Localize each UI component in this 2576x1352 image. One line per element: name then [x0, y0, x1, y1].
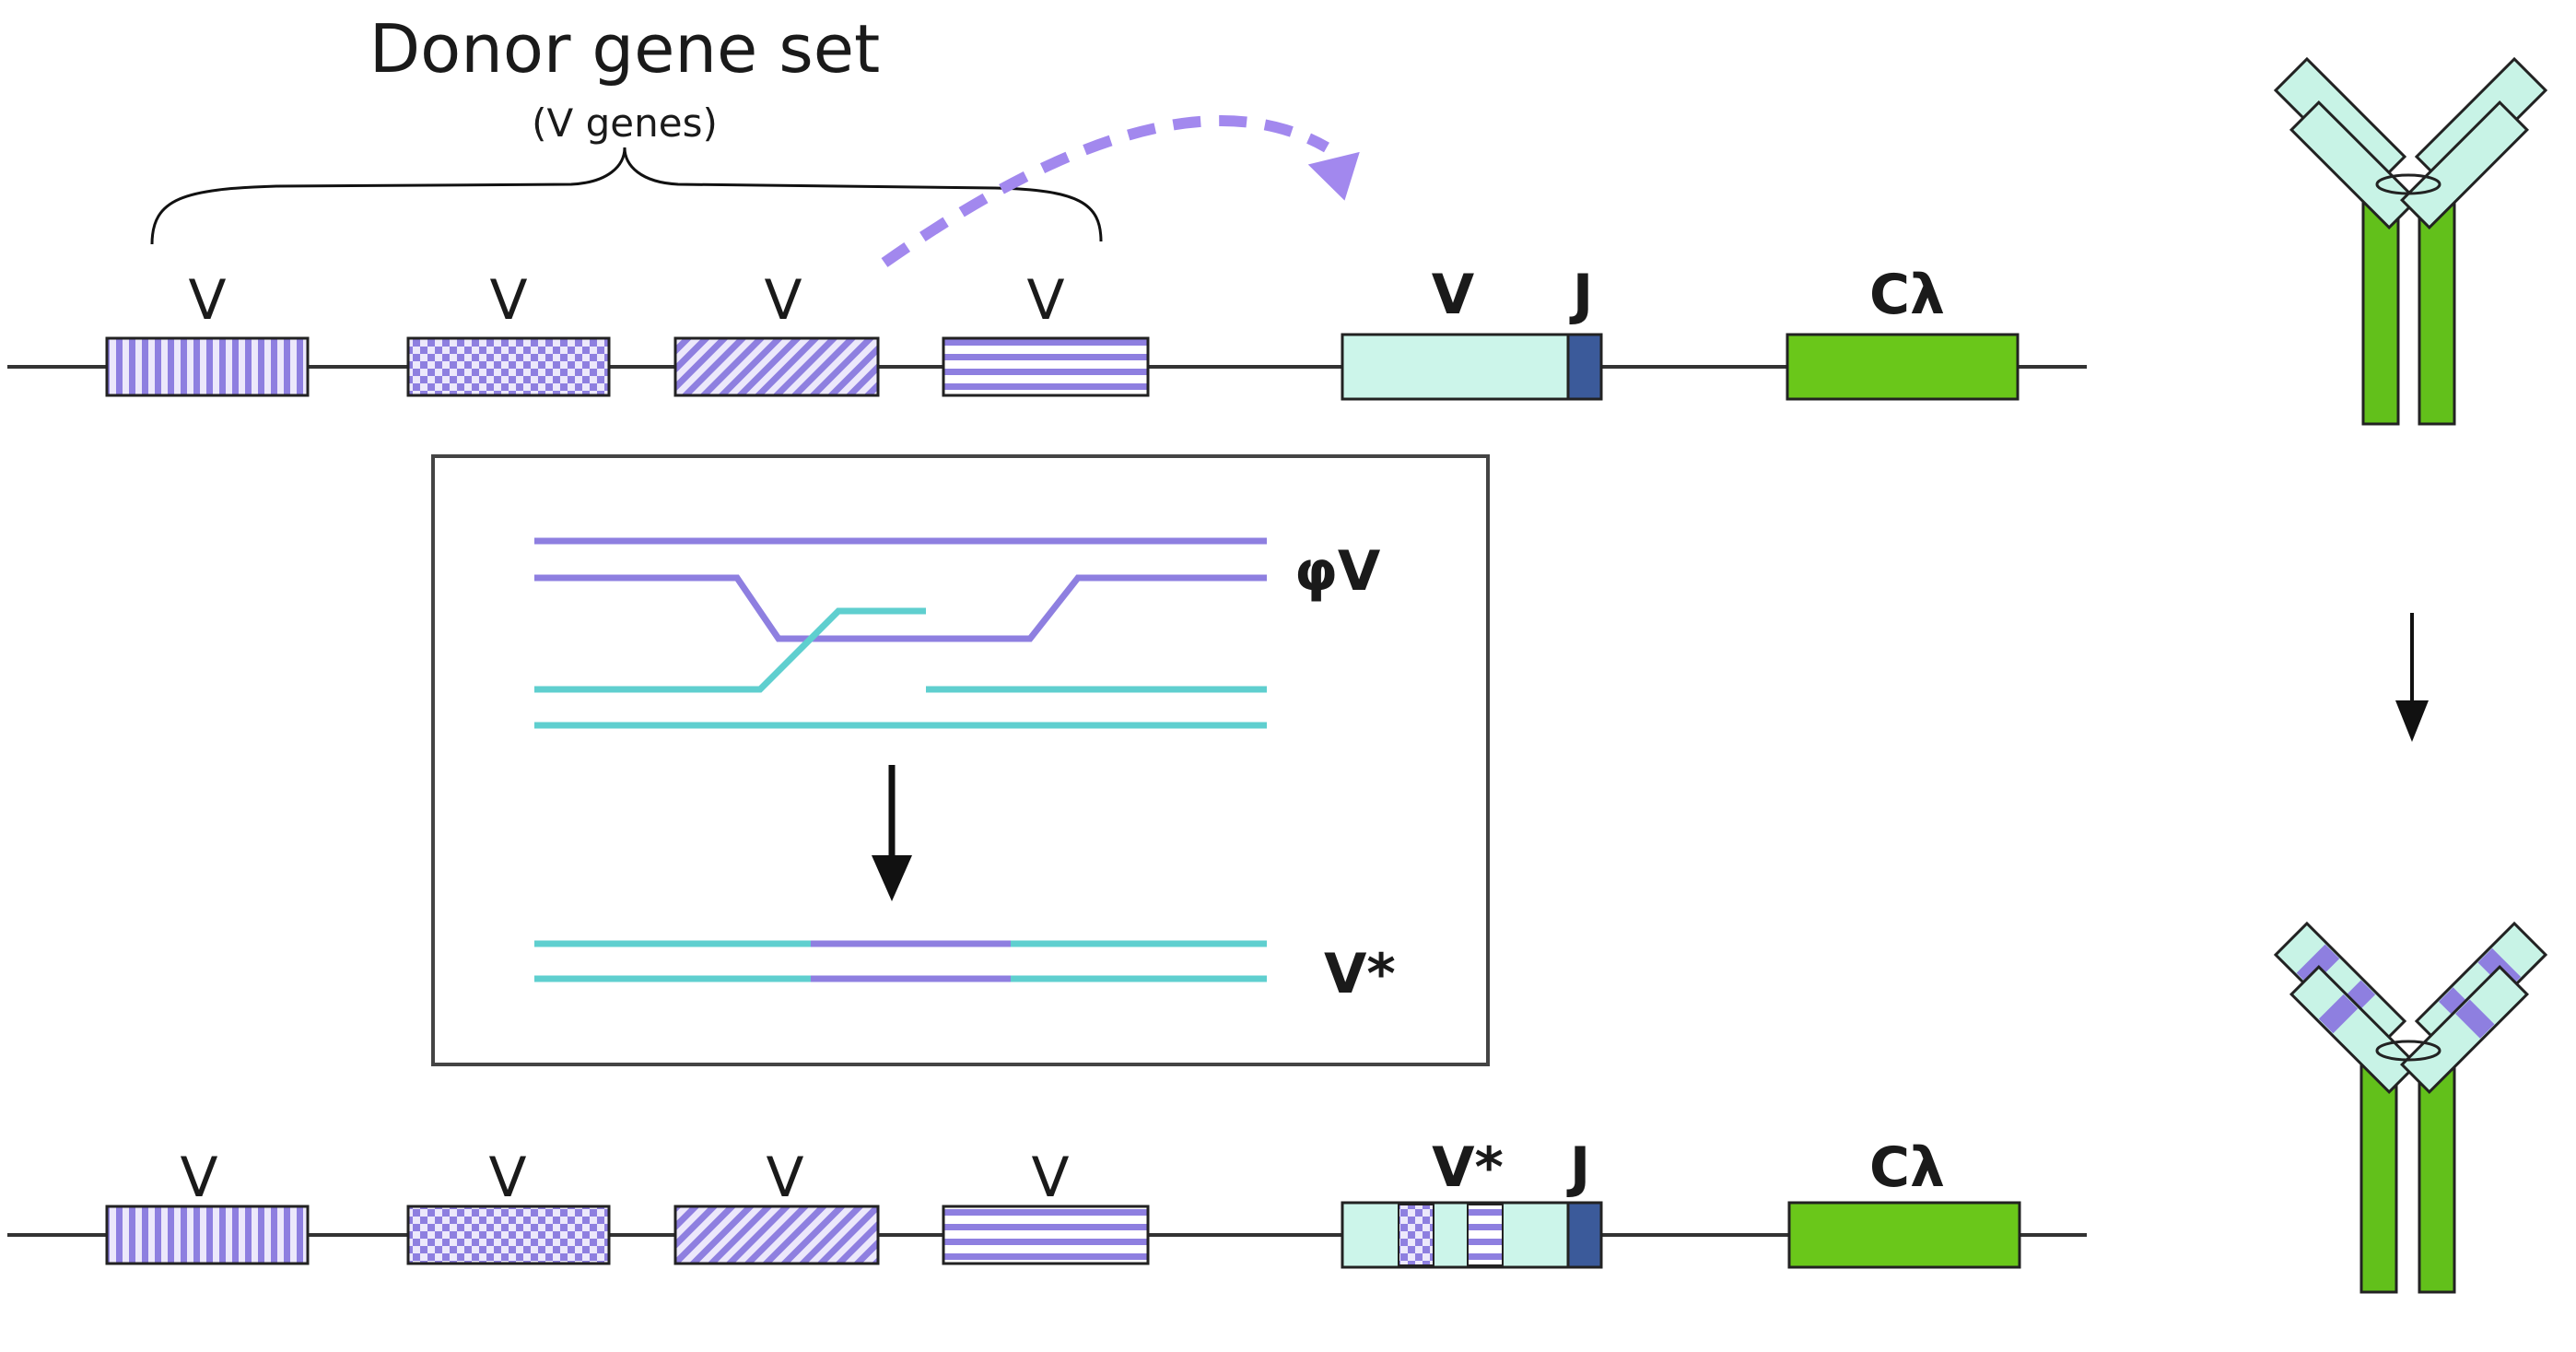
target-strand-invading	[534, 607, 926, 693]
bottom-donor-label-1: V	[180, 1146, 217, 1210]
bottom-donor-gene-3	[673, 1205, 880, 1265]
pseudogene-label: φV	[1294, 539, 1381, 604]
bottom-donor-gene-4	[942, 1205, 1150, 1265]
bottom-j-label: J	[1566, 1135, 1590, 1200]
antibody-transition-arrow-head-icon	[2395, 700, 2429, 742]
dashed-arrow-head-icon	[1307, 151, 1360, 201]
top-donor-label-3: V	[764, 268, 802, 333]
top-donor-label-2: V	[489, 268, 527, 333]
bottom-c-label: Cλ	[1869, 1135, 1945, 1200]
bottom-c-lambda-gene	[1787, 1201, 2021, 1269]
top-j-segment	[1566, 333, 1603, 401]
recombination-inset-box	[431, 454, 1490, 1066]
top-donor-label-1: V	[188, 268, 226, 333]
bottom-donor-label-2: V	[488, 1146, 526, 1210]
bottom-donor-gene-1	[105, 1205, 310, 1265]
bottom-donor-label-4: V	[1031, 1146, 1069, 1210]
bottom-donor-gene-2	[406, 1205, 611, 1265]
top-donor-gene-2	[406, 336, 611, 397]
antibody-before-icon	[2273, 56, 2548, 426]
top-target-v-gene	[1341, 333, 1570, 401]
top-target-v-label: V	[1432, 263, 1475, 327]
bottom-converted-v-gene	[1341, 1201, 1570, 1269]
top-c-label: Cλ	[1869, 263, 1945, 327]
inset-down-arrow-head-icon	[872, 855, 912, 901]
top-j-label: J	[1569, 263, 1593, 327]
antibody-after-icon	[2273, 921, 2548, 1294]
bottom-target-v-label: V*	[1432, 1135, 1504, 1200]
top-donor-label-4: V	[1026, 268, 1064, 333]
top-donor-gene-3	[673, 336, 880, 397]
top-donor-gene-4	[942, 336, 1150, 397]
result-label: V*	[1324, 942, 1396, 1006]
bottom-donor-label-3: V	[766, 1146, 803, 1210]
donor-brace	[150, 147, 1103, 245]
pseudogene-strand-crossing	[534, 574, 1267, 642]
bottom-j-segment	[1566, 1201, 1603, 1269]
subtitle: (V genes)	[532, 100, 718, 146]
donor-to-target-dashed-arrow	[881, 115, 1329, 267]
top-donor-gene-1	[105, 336, 310, 397]
top-c-lambda-gene	[1786, 333, 2020, 401]
title: Donor gene set	[369, 10, 881, 88]
